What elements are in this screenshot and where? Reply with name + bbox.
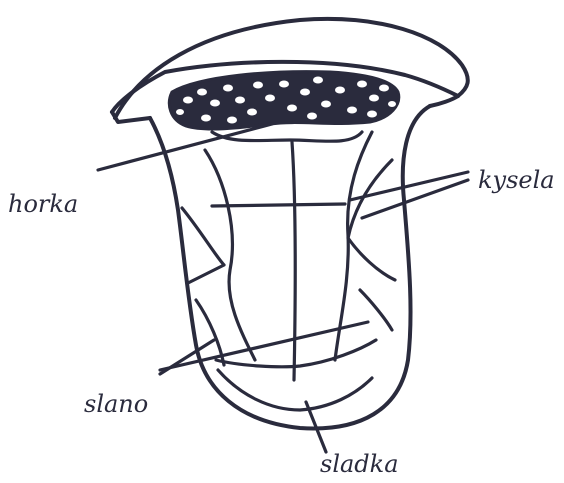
label-sour: kysela [478,166,555,194]
label-salty: slano [84,390,148,418]
tongue-outline [150,106,430,428]
median-groove [292,142,295,380]
mouth-corner-right [430,96,458,106]
back-of-tongue-papillae [169,72,398,129]
label-sweet: sladka [320,450,399,478]
pointer-bitter [98,124,272,170]
pointer-bitter-2 [212,204,345,206]
label-bitter: horka [8,190,78,218]
pointer-salty-2 [160,340,214,374]
left-zone-boundary-inner [182,208,224,283]
